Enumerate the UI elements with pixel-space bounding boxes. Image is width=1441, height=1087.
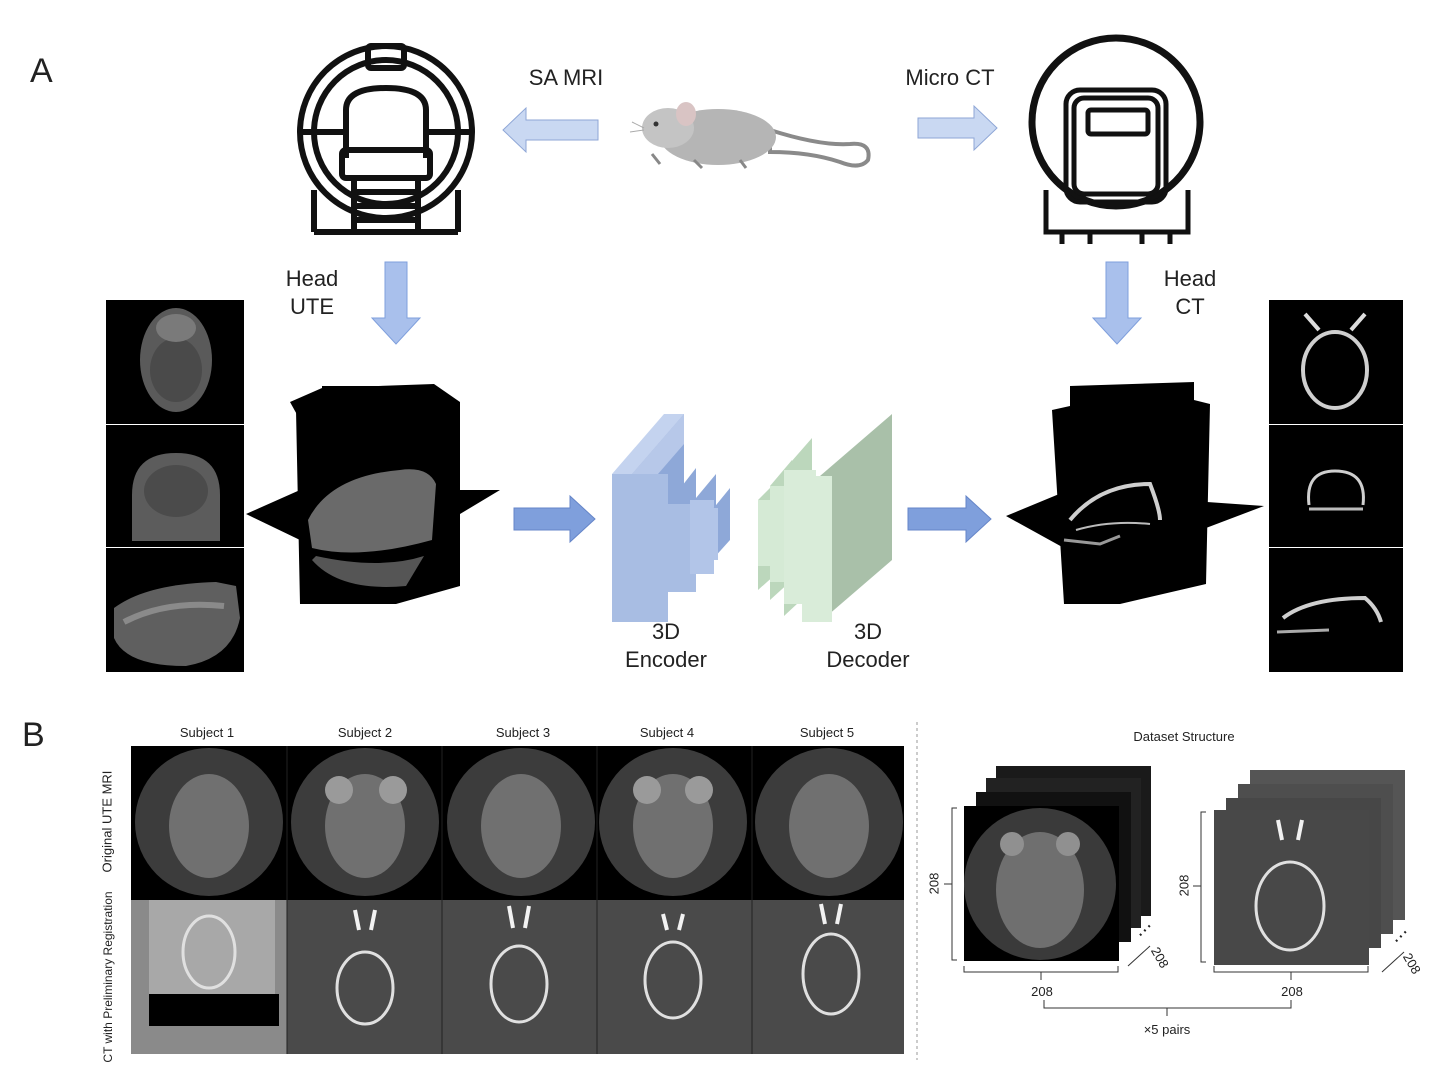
encoder-label-line2: Encoder — [625, 647, 707, 672]
encoder-label-line1: 3D — [651, 619, 681, 644]
mri-dim-depth: 208 — [1148, 944, 1172, 971]
arrow-from-decoder — [907, 494, 992, 544]
mri-coronal-thumb — [106, 425, 244, 547]
subject-2-label: Subject 2 — [337, 725, 393, 740]
label-head-ute-line2: UTE — [290, 294, 334, 319]
mri-axial-thumb — [106, 300, 244, 424]
mri-row — [131, 746, 904, 900]
mri-stack-front — [964, 806, 1119, 961]
arrow-to-mri — [502, 106, 599, 154]
ct-coronal-thumb — [1269, 425, 1403, 547]
mri-dim-horizontal: 208 — [1031, 984, 1053, 999]
mri-sagittal-thumb — [106, 548, 244, 672]
mri-dim-vertical: 208 — [926, 872, 942, 895]
label-sa-mri: SA MRI — [528, 65, 604, 90]
label-head-ct-line2: CT — [1175, 294, 1205, 319]
label-head-ute-line1: Head — [285, 266, 339, 291]
pairs-label: ×5 pairs — [1143, 1022, 1191, 1037]
row-label-ct-preliminary-registration: CT with Preliminary Registration — [101, 891, 115, 1063]
label-head-ct-line1: Head — [1163, 266, 1217, 291]
subject-4-label: Subject 4 — [639, 725, 695, 740]
arrow-down-ct — [1091, 261, 1143, 345]
panel-b-letter: B — [22, 716, 45, 754]
arrow-to-encoder — [513, 494, 596, 544]
dataset-structure-title: Dataset Structure — [1133, 729, 1235, 744]
ct-stack-front — [1214, 810, 1369, 965]
subject-1-label: Subject 1 — [179, 725, 235, 740]
decoder-label-line1: 3D — [853, 619, 883, 644]
decoder-label-line2: Decoder — [826, 647, 910, 672]
ct-dim-vertical: 208 — [1176, 874, 1192, 897]
ct-dim-horizontal: 208 — [1281, 984, 1303, 999]
ct-row — [131, 900, 904, 1054]
ct-sagittal-thumb — [1269, 548, 1403, 672]
label-micro-ct: Micro CT — [905, 65, 995, 90]
panel-a-letter: A — [30, 52, 53, 90]
subject-3-label: Subject 3 — [495, 725, 551, 740]
arrow-to-ct — [917, 104, 998, 152]
subject-5-label: Subject 5 — [799, 725, 855, 740]
arrow-down-ute — [370, 261, 422, 345]
ct-axial-thumb — [1269, 300, 1403, 424]
